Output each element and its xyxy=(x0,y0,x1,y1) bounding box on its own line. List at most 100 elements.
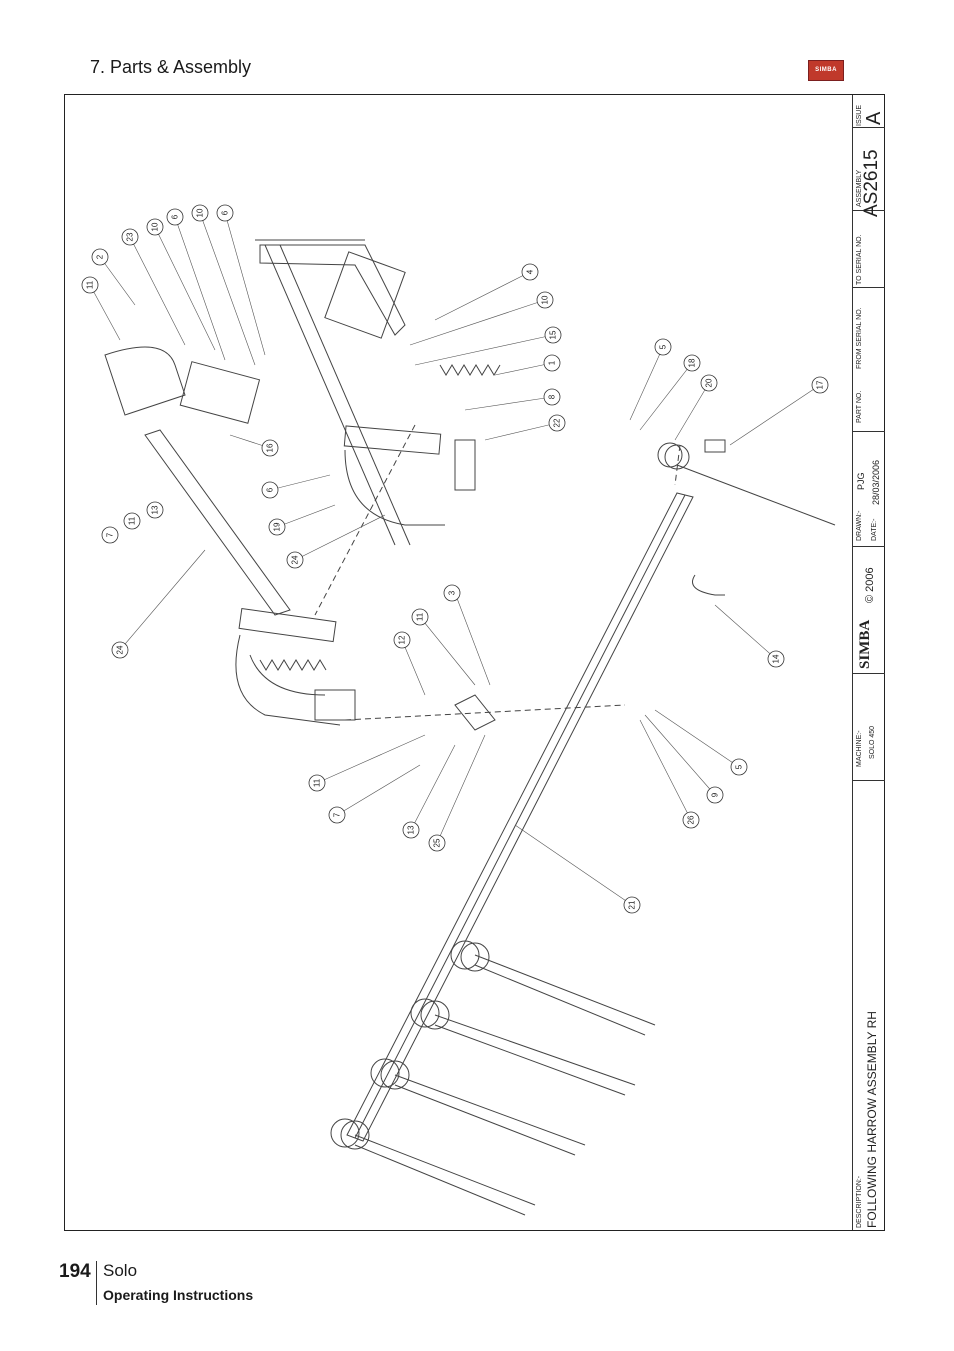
callout-20: 20 xyxy=(700,374,718,392)
assembly-value: AS2615 xyxy=(861,149,882,217)
title-block-logo: SIMBA xyxy=(857,619,873,669)
callout-11: 11 xyxy=(123,512,141,530)
callout-24: 24 xyxy=(111,641,129,659)
callout-14: 14 xyxy=(767,650,785,668)
callout-number: 13 xyxy=(151,505,160,514)
callout-number: 5 xyxy=(659,344,668,349)
callout-number: 19 xyxy=(273,522,282,531)
footer-divider xyxy=(96,1261,97,1305)
date-value: 28/03/2006 xyxy=(871,459,881,505)
callout-number: 26 xyxy=(687,815,696,824)
part-no-label: PART NO. xyxy=(856,390,863,423)
title-block-rule xyxy=(852,673,885,674)
callout-number: 10 xyxy=(196,208,205,217)
to-serial-label: TO SERIAL NO. xyxy=(856,234,863,285)
callout-number: 14 xyxy=(772,654,781,663)
callout-number: 23 xyxy=(126,232,135,241)
callout-number: 6 xyxy=(266,487,275,492)
section-title: 7. Parts & Assembly xyxy=(90,57,252,77)
callout-number: 24 xyxy=(116,645,125,654)
callout-6: 6 xyxy=(166,208,184,226)
callout-13: 13 xyxy=(402,821,420,839)
callout-9: 9 xyxy=(706,786,724,804)
product-name: Solo xyxy=(103,1261,138,1280)
title-block-rule xyxy=(852,546,885,547)
callout-number: 2 xyxy=(96,254,105,259)
callout-1: 1 xyxy=(543,354,561,372)
callout-number: 6 xyxy=(171,214,180,219)
callout-21: 21 xyxy=(623,896,641,914)
callout-number: 5 xyxy=(735,764,744,769)
callout-11: 11 xyxy=(308,774,326,792)
callout-16: 16 xyxy=(261,439,279,457)
callout-17: 17 xyxy=(811,376,829,394)
title-block-rule xyxy=(852,127,885,128)
callout-24: 24 xyxy=(286,551,304,569)
title-block-rule xyxy=(852,780,885,781)
page-number: 194 xyxy=(59,1261,91,1282)
from-serial-label: FROM SERIAL NO. xyxy=(856,307,863,369)
callout-number: 13 xyxy=(407,825,416,834)
callout-19: 19 xyxy=(268,518,286,536)
callout-5: 5 xyxy=(730,758,748,776)
callout-18: 18 xyxy=(683,354,701,372)
callout-number: 24 xyxy=(291,555,300,564)
callout-number: 22 xyxy=(553,418,562,427)
callout-number: 25 xyxy=(433,838,442,847)
description-label: DESCRIPTION:- xyxy=(856,1175,863,1228)
callout-number: 11 xyxy=(86,280,95,289)
callout-8: 8 xyxy=(543,388,561,406)
title-block-rule xyxy=(852,431,885,432)
callout-number: 6 xyxy=(221,210,230,215)
callout-10: 10 xyxy=(536,291,554,309)
callout-number: 7 xyxy=(106,532,115,537)
callout-number: 18 xyxy=(688,358,697,367)
callout-number: 9 xyxy=(711,792,720,797)
description-value: FOLLOWING HARROW ASSEMBLY RH xyxy=(865,1011,879,1228)
machine-value: SOLO 450 xyxy=(869,725,876,759)
callout-number: 20 xyxy=(705,378,714,387)
callout-number: 11 xyxy=(416,612,425,621)
callout-23: 23 xyxy=(121,228,139,246)
callout-number: 7 xyxy=(333,812,342,817)
callout-2: 2 xyxy=(91,248,109,266)
issue-label: ISSUE xyxy=(856,104,863,126)
title-block-divider xyxy=(852,95,853,1230)
callout-number: 21 xyxy=(628,900,637,909)
callout-number: 10 xyxy=(151,222,160,231)
drawn-label: DRAWN:- xyxy=(856,510,863,541)
callout-number: 3 xyxy=(448,590,457,595)
callout-number: 15 xyxy=(549,330,558,339)
machine-label: MACHINE:- xyxy=(856,730,863,767)
callout-3: 3 xyxy=(443,584,461,602)
document-subtitle: Operating Instructions xyxy=(103,1287,254,1303)
callout-number: 4 xyxy=(526,269,535,274)
title-block-rule xyxy=(852,287,885,288)
callout-11: 11 xyxy=(411,608,429,626)
callout-number: 8 xyxy=(548,394,557,399)
brand-logo: SIMBA xyxy=(808,60,844,81)
callout-number: 11 xyxy=(313,778,322,787)
callout-6: 6 xyxy=(261,481,279,499)
issue-value: A xyxy=(863,111,885,125)
copyright: © 2006 xyxy=(864,567,876,603)
date-label: DATE:- xyxy=(871,518,878,541)
callout-number: 11 xyxy=(128,516,137,525)
callout-13: 13 xyxy=(146,501,164,519)
callout-7: 7 xyxy=(101,526,119,544)
callout-4: 4 xyxy=(521,263,539,281)
callout-number: 17 xyxy=(816,380,825,389)
callout-15: 15 xyxy=(544,326,562,344)
callout-10: 10 xyxy=(146,218,164,236)
callout-10: 10 xyxy=(191,204,209,222)
callout-number: 12 xyxy=(398,635,407,644)
drawn-value: PJG xyxy=(856,472,866,490)
callout-number: 16 xyxy=(266,443,275,452)
callout-26: 26 xyxy=(682,811,700,829)
brand-logo-text: SIMBA xyxy=(815,67,837,73)
title-block-rule xyxy=(852,210,885,211)
callout-5: 5 xyxy=(654,338,672,356)
